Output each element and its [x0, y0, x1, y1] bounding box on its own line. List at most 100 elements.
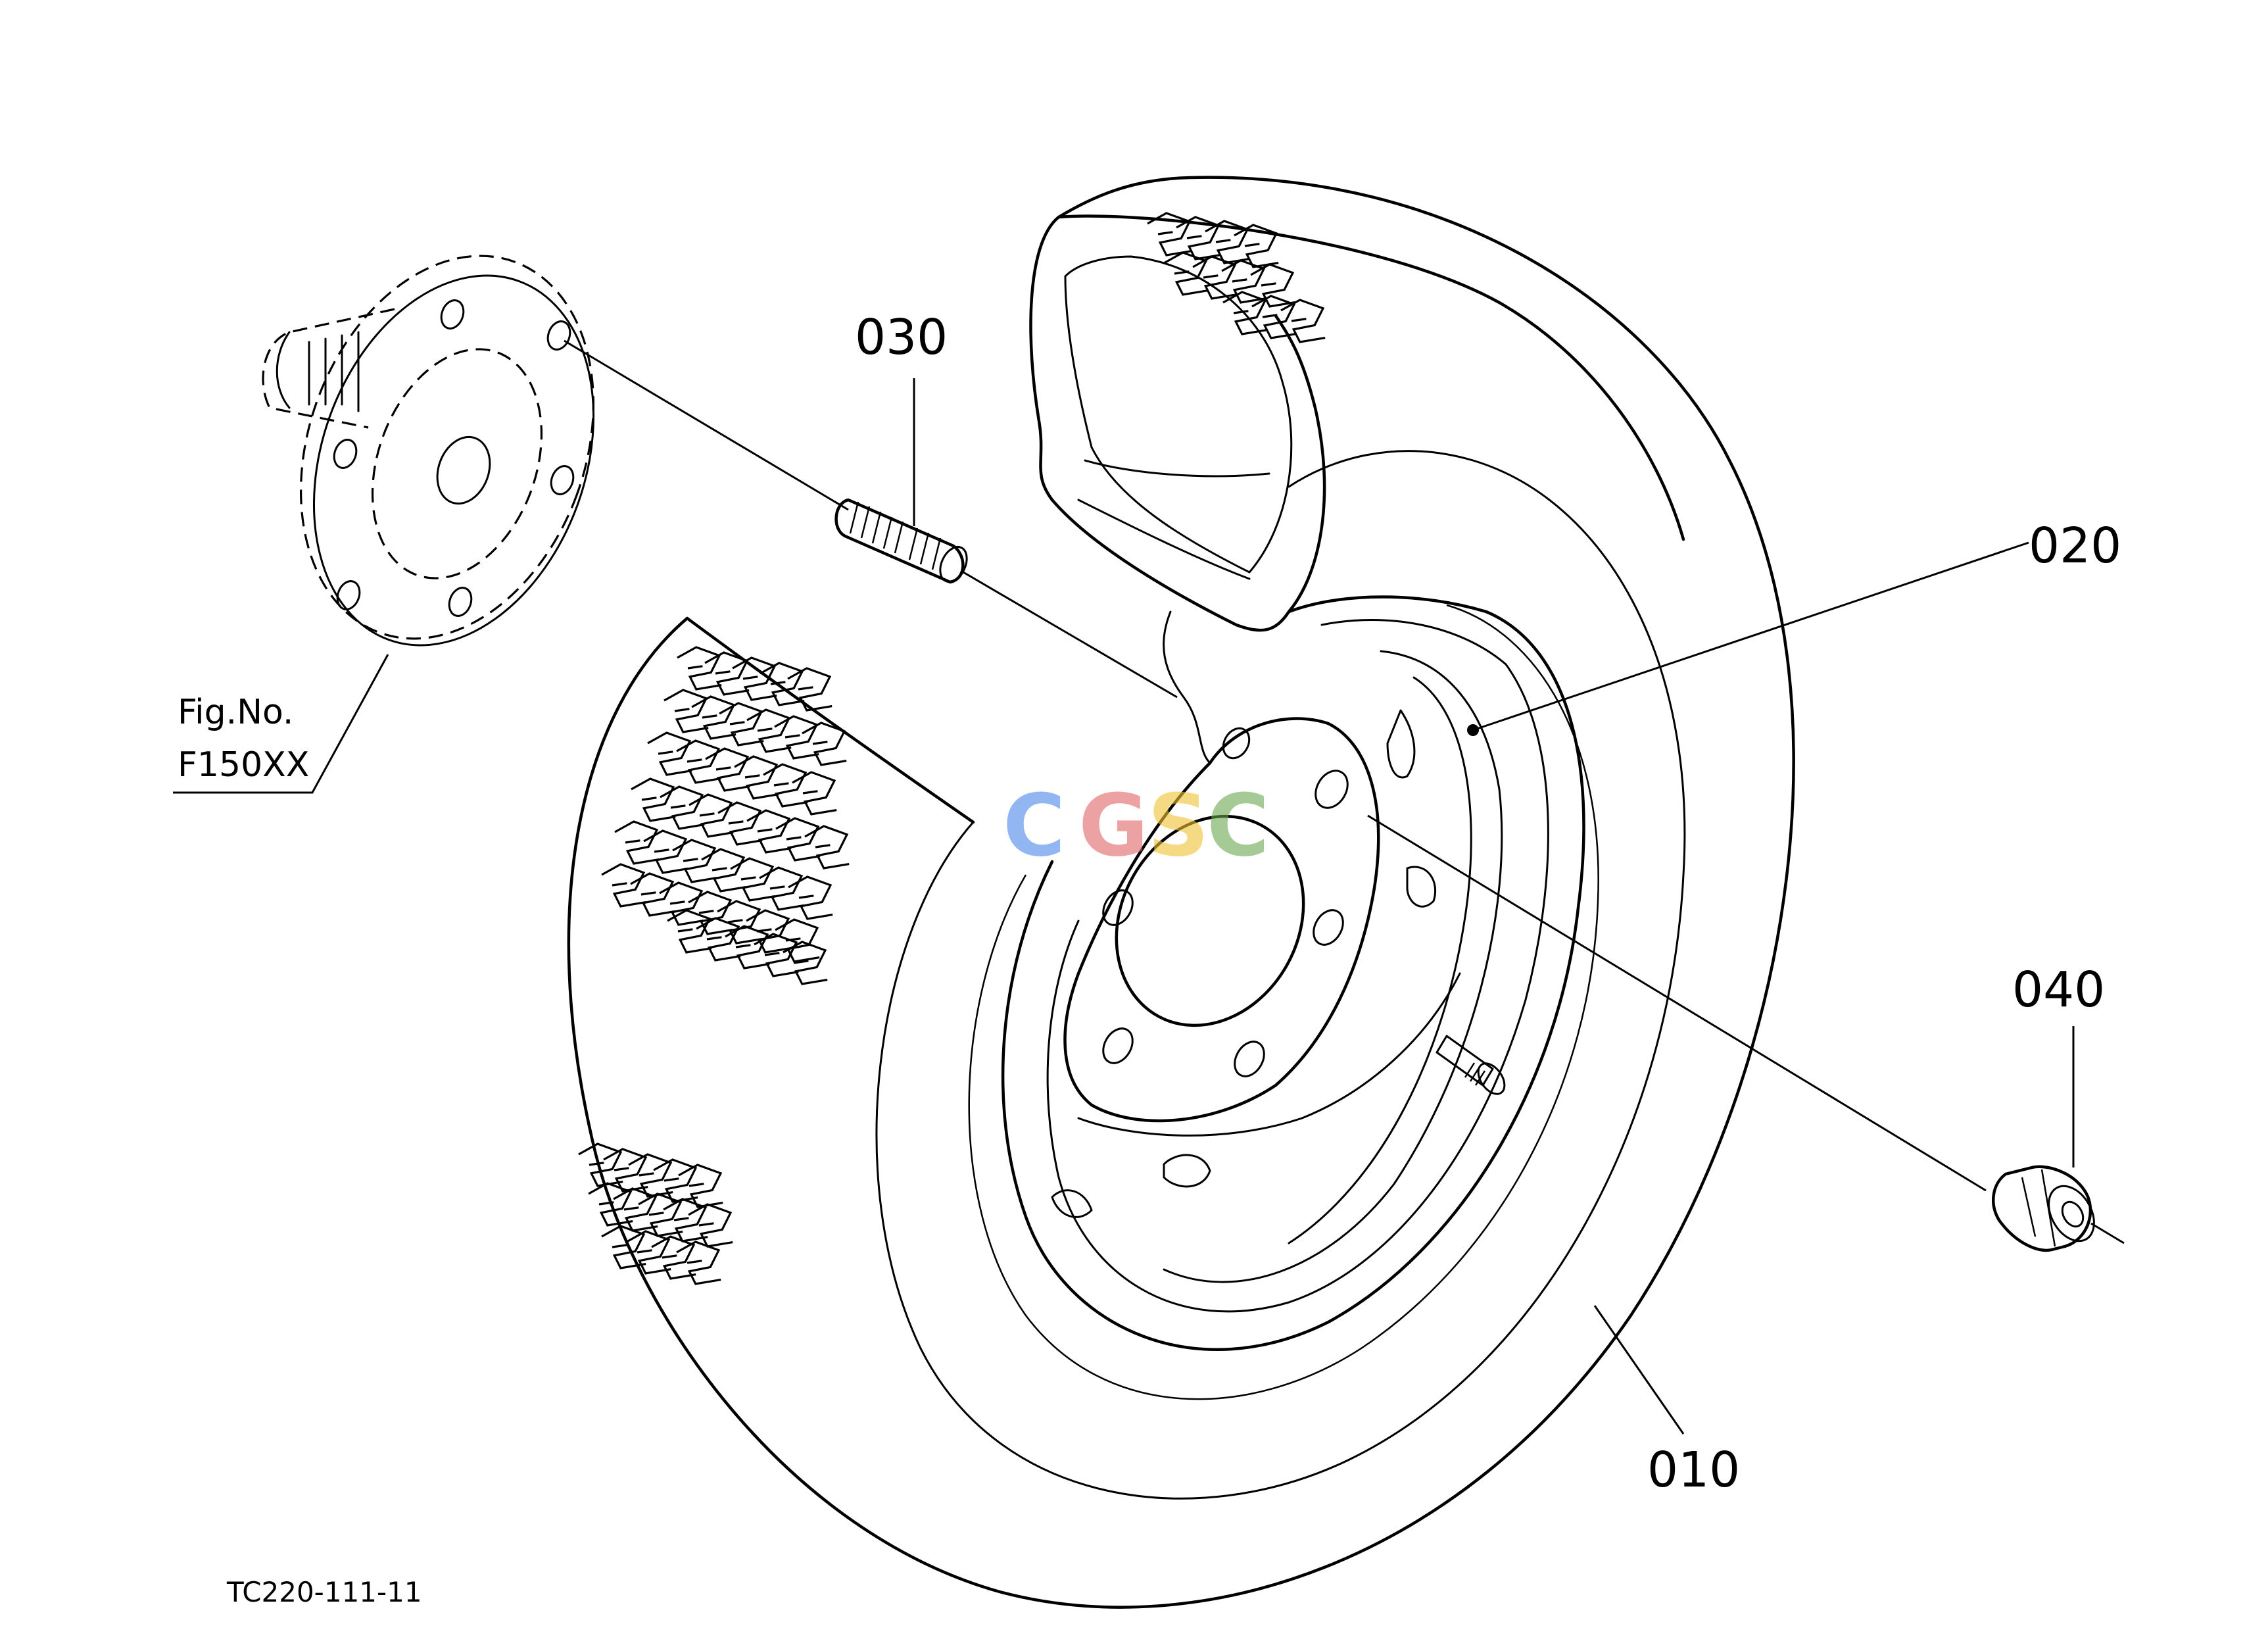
tread-block — [746, 809, 792, 854]
tread-block — [704, 651, 750, 696]
hub-flange-outline — [299, 255, 595, 640]
watermark: C G S C — [1003, 775, 1269, 875]
tread-block — [774, 715, 819, 760]
tread-block — [717, 801, 763, 846]
tread-block — [691, 695, 736, 740]
tread-block — [705, 747, 750, 792]
hub-bore — [436, 435, 491, 505]
valve-cap — [1477, 1062, 1506, 1095]
tread-block — [601, 1225, 646, 1269]
tread-block — [667, 909, 712, 954]
tread-block — [672, 839, 717, 883]
tread-block — [588, 1182, 633, 1227]
hub-bolt-hole — [336, 580, 361, 610]
tread-block — [787, 667, 832, 712]
tire — [567, 176, 1795, 1609]
watermark-letter: S — [1147, 775, 1209, 875]
rim-flange-inner — [1046, 619, 1549, 1313]
callout-020: 020 — [2029, 518, 2121, 574]
hub-reference — [262, 255, 849, 647]
nut-body — [1992, 1165, 2092, 1252]
rim-stud-hole — [1102, 1027, 1134, 1064]
tread-block — [783, 941, 828, 985]
hub-flange-face — [312, 274, 595, 647]
tread-block — [788, 875, 833, 920]
tread-block — [647, 731, 692, 776]
tread-block — [746, 909, 791, 954]
rim-stud-hole — [1313, 909, 1344, 946]
callout-010: 010 — [1647, 1442, 1740, 1498]
tread-block — [696, 917, 741, 962]
drawing-code: TC220-111-11 — [226, 1576, 422, 1608]
tread-block — [804, 825, 850, 870]
rim-slot — [1163, 1154, 1211, 1188]
nut-facet — [2021, 1169, 2056, 1247]
tread-block — [1192, 255, 1238, 300]
tread-block — [746, 708, 792, 753]
rim-stud-hole — [1234, 1041, 1265, 1077]
tread-block — [732, 656, 777, 701]
tread-block — [802, 722, 847, 766]
tread-block — [1251, 295, 1297, 339]
nut-thread-hole — [2061, 1200, 2085, 1228]
rim-web-line — [1077, 972, 1461, 1137]
rim-outer-flange — [1001, 595, 1585, 1351]
rim-center-disc — [1063, 717, 1380, 1123]
tread-block — [676, 1241, 721, 1285]
callout-030: 030 — [855, 309, 948, 366]
wheel-nut — [1992, 1165, 2125, 1252]
rim-slot — [1406, 866, 1437, 908]
nut-axis-tail — [2090, 1222, 2125, 1244]
tread-block — [601, 863, 646, 908]
tread-block — [754, 933, 799, 977]
tread-block — [725, 925, 770, 970]
tread-block — [664, 689, 709, 733]
tread-block — [1234, 224, 1279, 268]
tread-block — [701, 848, 746, 893]
callout-040: 040 — [2012, 962, 2105, 1018]
hub-bolt-hole — [448, 587, 473, 617]
tread-block — [688, 793, 734, 838]
tire-cutaway-ply — [1084, 459, 1270, 478]
tread-block — [775, 918, 820, 963]
callout-leaders — [173, 378, 2075, 1435]
tire-cutaway-ply-2 — [1077, 499, 1251, 580]
tire-bead-line — [968, 604, 1599, 1400]
tread-block — [603, 1148, 648, 1192]
rim-well-2 — [1288, 676, 1472, 1244]
rim-stud-hole — [1222, 727, 1251, 760]
tread-pattern — [578, 212, 1326, 1285]
tread-block — [1280, 299, 1326, 343]
tread-block — [578, 1143, 623, 1187]
tread-block — [719, 702, 764, 747]
tread-block — [677, 646, 722, 691]
hub-bolt-hole — [550, 465, 575, 495]
tread-block — [759, 866, 804, 911]
tire-sidewall-line — [875, 450, 1686, 1500]
rim-stud-hole — [1315, 770, 1349, 809]
leader-fig-ref — [173, 654, 389, 794]
watermark-letter: C — [1207, 775, 1269, 875]
wheel-stud — [834, 498, 1987, 1192]
tread-block — [775, 817, 821, 862]
rim-slot — [1051, 1189, 1093, 1218]
tread-block — [1176, 216, 1221, 260]
hub-shaft-splines — [308, 331, 360, 412]
tread-block — [1205, 220, 1250, 264]
tread-block — [1163, 251, 1209, 296]
stud-end — [939, 546, 968, 583]
tread-block — [651, 1235, 696, 1280]
rim-stud-hole — [1102, 889, 1134, 926]
tread-block — [653, 1158, 698, 1203]
tread-block — [631, 777, 676, 822]
tire-inner-flange — [1163, 610, 1211, 764]
tread-block — [1147, 212, 1192, 257]
tread-block — [678, 1164, 723, 1208]
tread-block — [688, 891, 733, 935]
rim-slot — [1386, 709, 1416, 779]
figure-ref-number: F150XX — [178, 745, 309, 785]
tread-block — [763, 763, 808, 808]
leader-020-dot — [1467, 724, 1479, 736]
